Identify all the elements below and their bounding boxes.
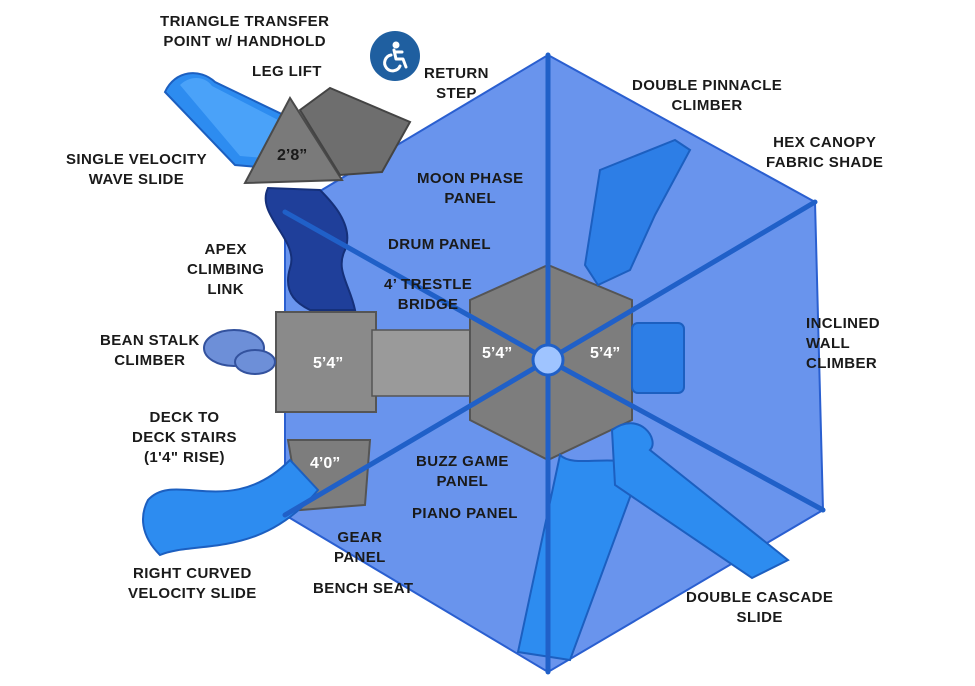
label-trestle-bridge: 4’ TRESTLE BRIDGE — [384, 276, 473, 313]
dim-left-deck: 5’4” — [313, 355, 344, 372]
label-double-pinnacle: DOUBLE PINNACLE CLIMBER — [632, 77, 783, 114]
inclined-wall-climber — [631, 322, 685, 394]
wheelchair-accessible-icon — [370, 31, 420, 81]
trestle-bridge — [371, 329, 473, 397]
return-step — [298, 86, 412, 177]
label-leg-lift: LEG LIFT — [252, 63, 322, 80]
label-deck-stairs: DECK TO DECK STAIRS (1'4" RISE) — [132, 409, 237, 466]
dim-right-deck: 5’4” — [590, 345, 621, 362]
left-deck — [275, 311, 377, 413]
label-inclined-wall: INCLINED WALL CLIMBER — [806, 315, 881, 372]
apex-climbing-link — [264, 186, 357, 311]
label-moon-phase: MOON PHASE PANEL — [417, 170, 524, 207]
label-buzz-game: BUZZ GAME PANEL — [416, 453, 509, 490]
dim-triangle-deck: 2’8” — [277, 147, 308, 164]
label-right-curved: RIGHT CURVED VELOCITY SLIDE — [128, 565, 257, 602]
label-piano-panel: PIANO PANEL — [412, 505, 518, 522]
label-bench-seat: BENCH SEAT — [313, 580, 414, 597]
label-double-cascade: DOUBLE CASCADE SLIDE — [686, 589, 834, 626]
label-apex-climbing: APEX CLIMBING LINK — [187, 241, 265, 298]
wheelchair-glyph — [383, 41, 408, 73]
label-single-velocity: SINGLE VELOCITY WAVE SLIDE — [66, 151, 208, 188]
canopy-hub — [531, 343, 565, 377]
label-return-step: RETURN STEP — [424, 65, 489, 102]
label-drum-panel: DRUM PANEL — [388, 236, 491, 253]
dim-hex-deck: 5’4” — [482, 345, 513, 362]
label-triangle-transfer: TRIANGLE TRANSFER POINT w/ HANDHOLD — [160, 13, 330, 50]
right-curved-velocity-slide — [142, 458, 320, 557]
double-pinnacle-climber — [583, 138, 692, 287]
label-hex-canopy: HEX CANOPY FABRIC SHADE — [766, 134, 884, 171]
dim-lower-deck: 4’0” — [310, 455, 341, 472]
label-gear-panel: GEAR PANEL — [334, 529, 386, 566]
canopy-frame — [282, 52, 826, 675]
triangle-transfer-deck — [243, 96, 344, 185]
bean-stalk-climber — [203, 329, 276, 375]
label-bean-stalk: BEAN STALK CLIMBER — [100, 332, 200, 369]
